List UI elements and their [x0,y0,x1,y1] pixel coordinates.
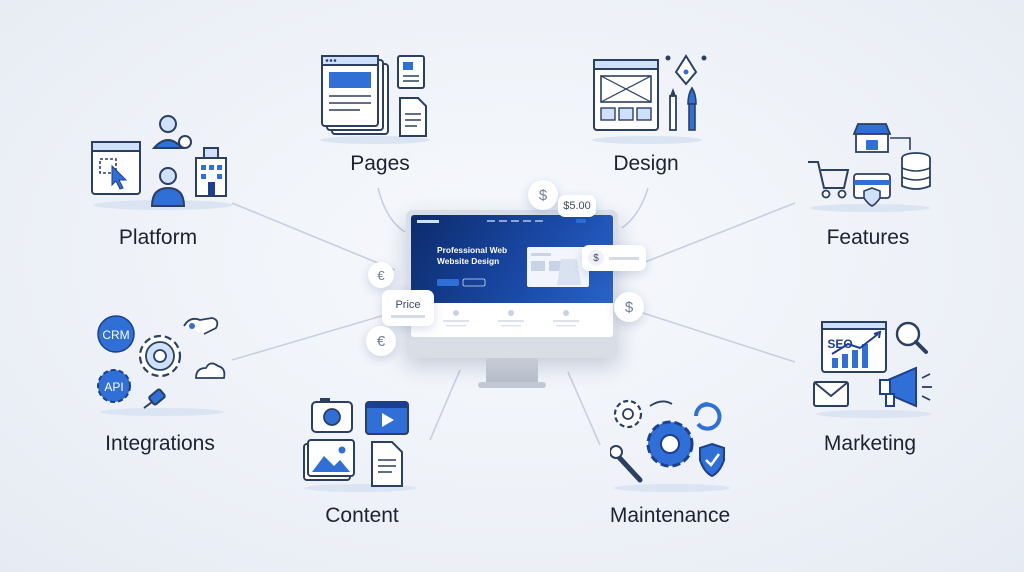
platform-icon [91,115,233,210]
integrations-icon: CRM API [97,315,226,416]
pages-icon [320,55,430,144]
website-nav [417,219,589,287]
coin-dollar-top: $ [528,180,558,210]
coin-euro-top: € [368,262,394,288]
features-icon [808,123,931,212]
connector-features [629,202,796,269]
node-label-pages: Pages [350,152,410,175]
node-label-features: Features [826,226,910,249]
connector-pages [377,187,406,233]
api-text: API [104,380,123,394]
connector-marketing [639,311,796,363]
node-platform: Platform [58,110,258,250]
price-chip-label: Price [395,298,421,311]
connector-integrations [231,311,396,361]
node-marketing: SEO Marketing [770,318,970,458]
node-maintenance: Maintenance [570,394,770,534]
price-chip: Price [382,290,434,326]
node-design: Design [546,52,746,182]
price-chip-line [391,314,425,318]
node-label-marketing: Marketing [823,432,917,455]
node-label-integrations: Integrations [105,432,215,455]
website-feature-row [443,310,579,327]
coin-euro-bottom: € [366,326,396,356]
marketing-icon: SEO [813,321,932,418]
node-label-maintenance: Maintenance [609,504,731,527]
connector-platform [231,202,396,271]
website-hero: Professional Web Website Design [411,215,613,303]
node-integrations: CRM API Integrations [60,312,260,462]
connector-design [621,187,649,229]
seo-text: SEO [827,337,852,351]
monitor-stand [486,358,538,384]
node-content: Content [262,394,462,534]
monitor: Professional Web Website Design [406,210,618,358]
coin-dollar-right: $ [614,292,644,322]
content-icon [303,398,416,492]
design-icon [592,54,707,144]
node-pages: Pages [280,52,480,182]
dollar-chip: $ [582,245,646,271]
maintenance-icon [610,399,730,492]
node-label-platform: Platform [118,226,198,249]
node-features: Features [768,120,968,250]
website-title: Professional Web Website Design [437,245,508,266]
connector-content [429,369,461,441]
dollar-chip-icon: $ [588,250,604,266]
dollar-chip-line [609,256,639,260]
connector-maintenance [567,371,601,446]
price-tag: $5.00 [558,195,596,217]
monitor-base [478,382,546,388]
crm-text: CRM [102,328,129,342]
node-label-design: Design [613,152,679,175]
monitor-screen: Professional Web Website Design [411,215,613,337]
node-label-content: Content [325,504,399,527]
